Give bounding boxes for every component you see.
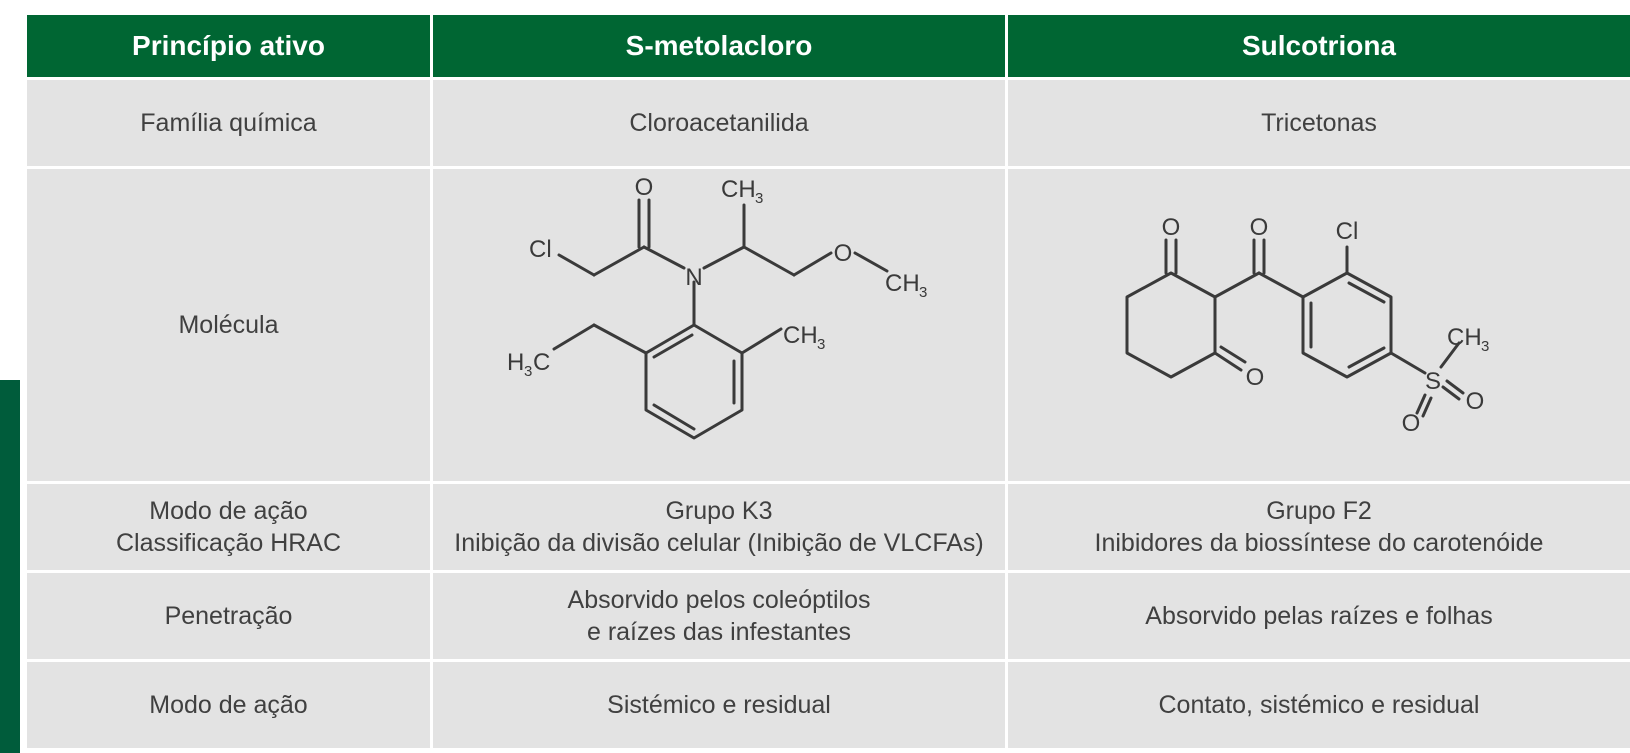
atom-n: N [685, 264, 702, 291]
atom-h3c-sub: 3 [524, 363, 532, 380]
row-label: Modo de ação [24, 659, 433, 751]
atom-ch3-top: CH [721, 176, 756, 203]
cell-sulcotriona: Grupo F2 Inibidores da biossíntese do ca… [1005, 481, 1630, 573]
header-row: Princípio ativo S-metolacloro Sulcotrion… [24, 12, 1630, 80]
cell-s-metolacloro: Sistémico e residual [430, 659, 1008, 751]
atom-cl: Cl [529, 236, 552, 263]
row-label: Molécula [24, 166, 433, 484]
row-familia-quimica: Família química Cloroacetanilida Triceto… [24, 77, 1630, 169]
atom-h3c-c: C [533, 349, 550, 376]
header-s-metolacloro: S-metolacloro [430, 12, 1008, 80]
s-metolacloro-structure: O Cl N CH 3 O CH 3 CH 3 H 3 C [507, 175, 927, 440]
atom-ch3-right: CH [885, 270, 920, 297]
group-line: Grupo F2 [1266, 497, 1372, 525]
row-modo-de-acao: Modo de ação Sistémico e residual Contat… [24, 659, 1630, 751]
atom-ch3-sub: 3 [1481, 338, 1489, 355]
text-line-1: Absorvido pelos coleóptilos [567, 586, 871, 614]
row-modo-de-acao-hrac: Modo de ação Classificação HRAC Grupo K3… [24, 481, 1630, 573]
description-line: Inibidores da biossíntese do carotenóide [1094, 529, 1544, 557]
atom-o: O [635, 175, 654, 201]
label-line-1: Modo de ação [149, 497, 308, 525]
description-line: Inibição da divisão celular (Inibição de… [454, 529, 984, 557]
atom-o2: O [834, 240, 853, 267]
cell-sulcotriona: Contato, sistémico e residual [1005, 659, 1630, 751]
atom-h3c-h: H [507, 349, 524, 376]
atom-ch3-top-sub: 3 [755, 190, 763, 207]
row-label: Família química [24, 77, 433, 169]
atom-ch3-right-sub: 3 [919, 284, 927, 301]
atom-ch3: CH [1447, 324, 1482, 351]
sulcotriona-structure: O O O Cl S O O CH 3 [1125, 214, 1489, 437]
atom-o3: O [1246, 364, 1265, 391]
group-line: Grupo K3 [665, 497, 773, 525]
comparison-table: Princípio ativo S-metolacloro Sulcotrion… [24, 12, 1630, 751]
cell-s-metolacloro: Grupo K3 Inibição da divisão celular (In… [430, 481, 1008, 573]
header-sulcotriona: Sulcotriona [1005, 12, 1630, 80]
header-principio-ativo: Princípio ativo [24, 12, 433, 80]
atom-ch3-ring: CH [783, 322, 818, 349]
label-line-2: Classificação HRAC [115, 529, 342, 557]
cell-s-metolacloro: Cloroacetanilida [430, 77, 1008, 169]
row-molecula: Molécula [24, 166, 1630, 484]
atom-s: S [1425, 368, 1441, 395]
atom-ch3-ring-sub: 3 [817, 336, 825, 353]
row-penetracao: Penetração Absorvido pelos coleóptilos e… [24, 570, 1630, 662]
text-line-2: e raízes das infestantes [586, 618, 852, 646]
cell-sulcotriona: Absorvido pelas raízes e folhas [1005, 570, 1630, 662]
cell-s-metolacloro-molecule: O Cl N CH 3 O CH 3 CH 3 H 3 C [430, 166, 1008, 484]
atom-o4: O [1402, 410, 1421, 437]
atom-o5: O [1466, 388, 1485, 415]
cell-s-metolacloro: Absorvido pelos coleóptilos e raízes das… [430, 570, 1008, 662]
side-accent-bar [0, 380, 20, 753]
cell-sulcotriona-molecule: O O O Cl S O O CH 3 [1005, 166, 1630, 484]
atom-cl: Cl [1336, 218, 1359, 245]
atom-o1: O [1162, 214, 1181, 241]
row-label: Modo de ação Classificação HRAC [24, 481, 433, 573]
row-label: Penetração [24, 570, 433, 662]
cell-sulcotriona: Tricetonas [1005, 77, 1630, 169]
atom-o2: O [1250, 214, 1269, 241]
